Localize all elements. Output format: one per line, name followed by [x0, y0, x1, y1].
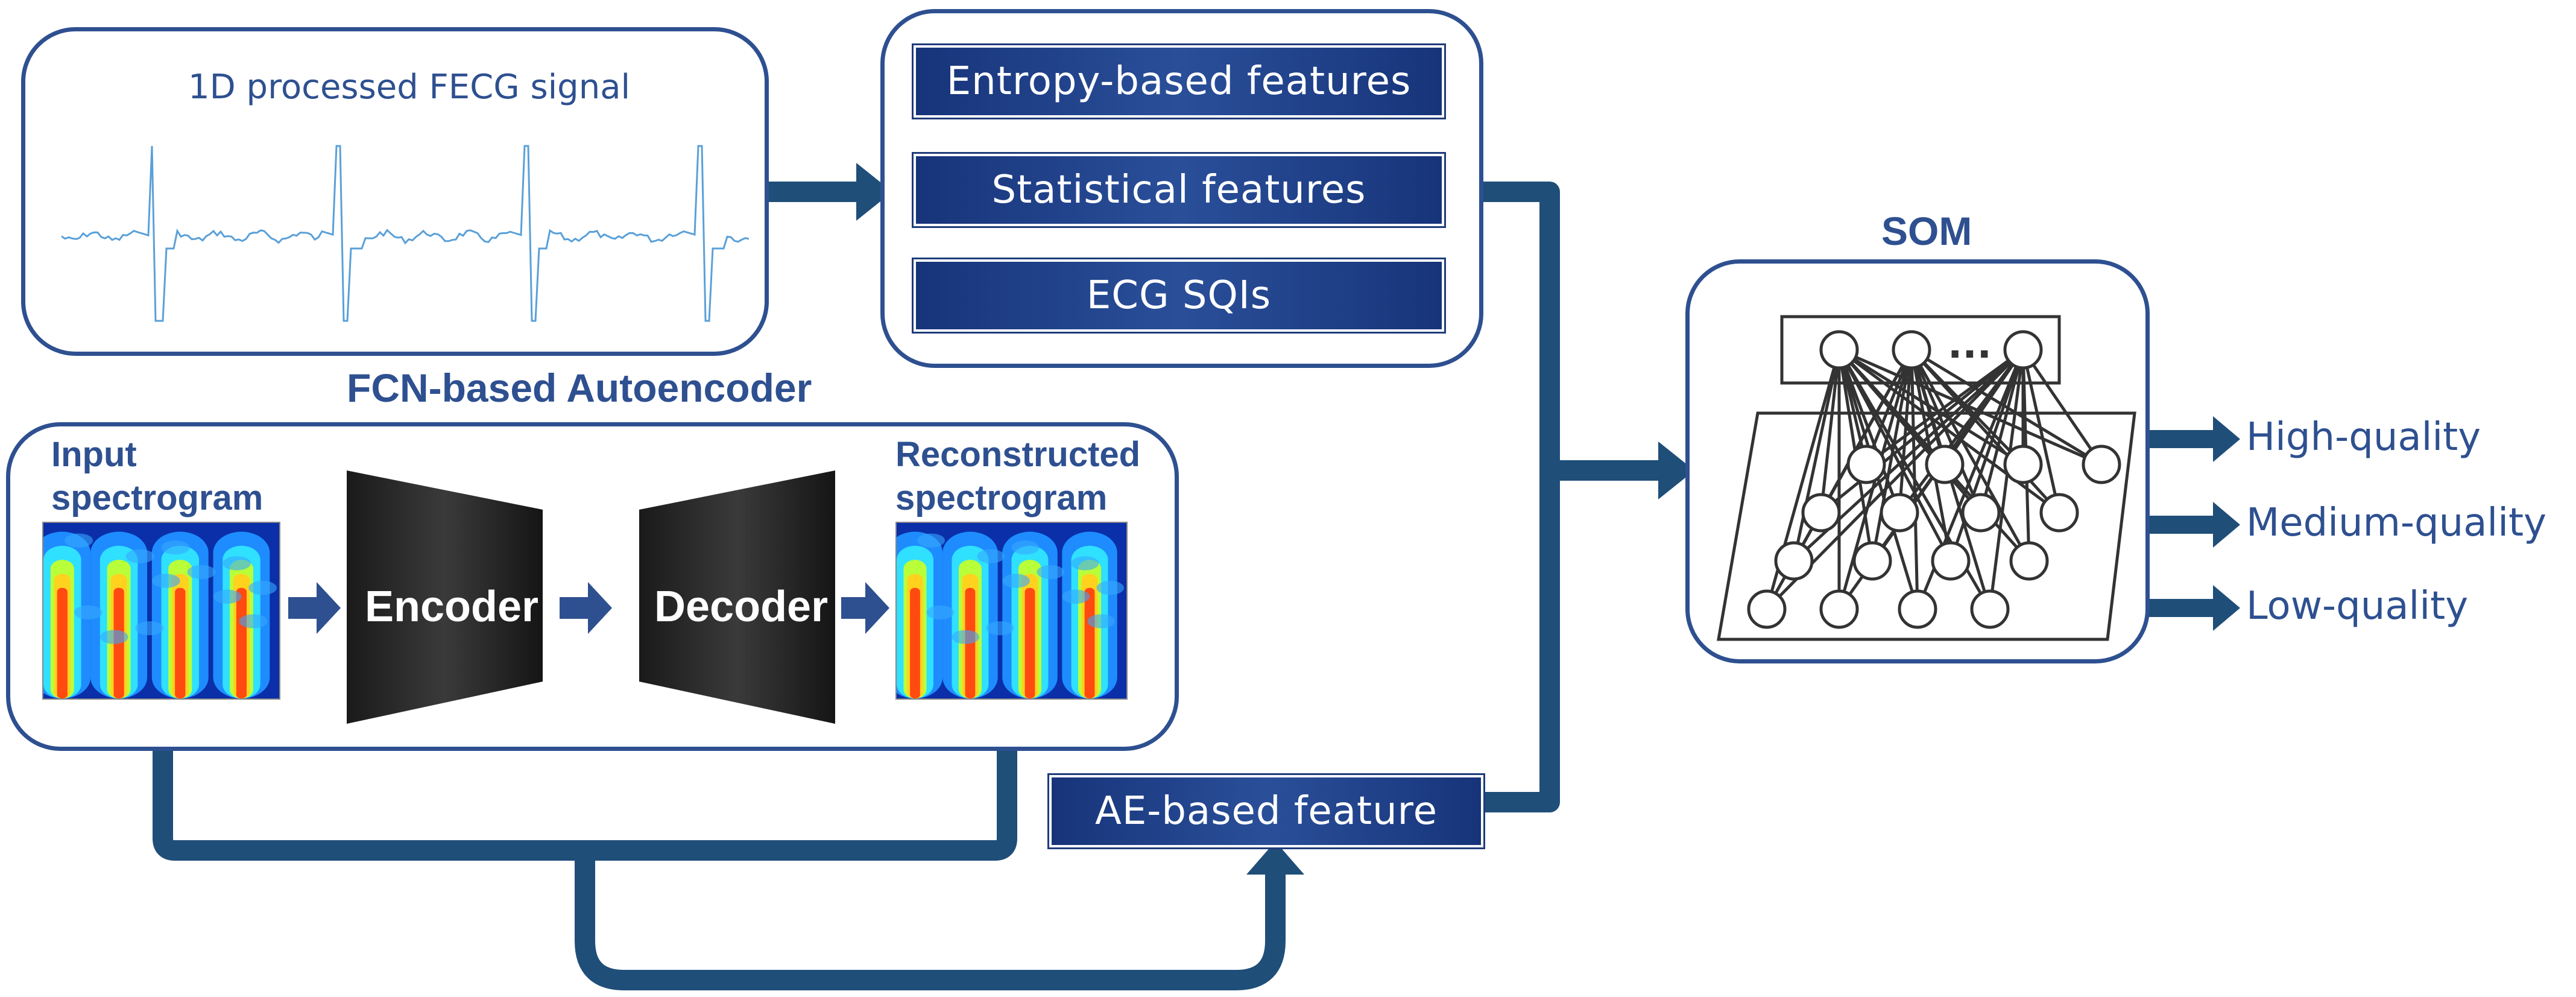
encoder-label: Encoder	[365, 583, 539, 631]
som-connection	[1979, 349, 2025, 513]
input-spectrogram	[34, 522, 280, 700]
reconstructed-spectrogram	[887, 522, 1128, 700]
feature-ecg-sqis: ECG SQIs	[912, 258, 1446, 334]
output-medium-quality: Medium-quality	[2246, 501, 2546, 545]
decoder-label: Decoder	[654, 583, 829, 631]
output-low-quality: Low-quality	[2246, 584, 2469, 628]
loop-to-ae-feature-line	[575, 850, 1286, 990]
som-neuron	[1801, 493, 1841, 533]
som-neuron	[1880, 493, 1919, 533]
som-neuron	[1931, 541, 1971, 581]
som-neuron	[2009, 541, 2049, 581]
reconstructed-spectrogram-label: Reconstructed spectrogram	[895, 435, 1141, 517]
som-neuron	[2082, 445, 2121, 484]
som-connection	[1910, 349, 2060, 514]
decoder-to-output-arrow	[841, 582, 889, 634]
som-connection	[1949, 349, 2025, 562]
som-neuron	[1892, 330, 1931, 370]
input-spectrogram-label: Input spectrogram	[51, 435, 264, 517]
som-connection	[1837, 349, 1953, 562]
som-map-plane	[1717, 411, 2136, 641]
input-to-encoder-arrow	[288, 582, 341, 634]
som-neuron	[1852, 541, 1892, 581]
som-neuron	[1819, 589, 1859, 629]
som-connection	[1838, 348, 2060, 514]
encoder-to-decoder-arrow	[560, 582, 612, 634]
som-network	[1717, 315, 2136, 641]
feature-entropy: Entropy-based features	[912, 43, 1446, 119]
ae-feature-arrowhead	[1246, 841, 1304, 875]
som-connection	[2021, 349, 2061, 513]
som-connection	[1898, 349, 1913, 513]
features-to-som-line	[1483, 182, 1560, 812]
encoder-block	[347, 470, 543, 724]
som-connection	[1910, 348, 2103, 466]
som-neuron	[2039, 493, 2079, 533]
output-high-quality: High-quality	[2246, 415, 2481, 460]
som-connection	[1838, 348, 2103, 466]
ae-based-feature: AE-based feature	[1047, 773, 1485, 849]
som-neuron	[1961, 493, 2001, 533]
signal-box: 1D processed FECG signal	[21, 27, 769, 356]
som-neuron	[1925, 445, 1965, 484]
som-neuron	[1747, 589, 1787, 629]
som-neuron	[1846, 445, 1886, 484]
som-connection	[1792, 349, 1841, 562]
som-connection	[1838, 348, 2024, 466]
som-ellipsis: ...	[1948, 323, 1992, 367]
som-title: SOM	[1881, 209, 1972, 253]
som-connection	[1837, 349, 1901, 513]
som-connection	[1865, 348, 2024, 466]
feature-statistical: Statistical features	[912, 152, 1446, 228]
merge-to-som-arrowhead	[1658, 442, 1694, 499]
som-neuron	[2003, 445, 2043, 484]
ecg-waveform	[62, 145, 749, 322]
som-connection	[1864, 349, 1913, 465]
som-input-layer	[1780, 315, 2061, 385]
som-neuron	[1819, 330, 1859, 370]
low-quality-arrowhead	[2213, 585, 2240, 631]
som-connection	[1988, 349, 2025, 610]
som-connection	[1819, 349, 1841, 513]
signal-title: 1D processed FECG signal	[188, 68, 631, 107]
som-neuron	[1898, 589, 1937, 629]
decoder-block	[639, 470, 835, 724]
som-connection	[1820, 349, 2024, 514]
som-connection	[2021, 349, 2103, 466]
medium-quality-arrowhead	[2213, 502, 2240, 548]
autoencoder-title: FCN-based Autoencoder	[347, 366, 812, 410]
som-neuron	[1970, 589, 2010, 629]
som-neuron	[1774, 541, 1814, 581]
signal-to-features-arrowhead	[856, 163, 892, 221]
som-connection	[1910, 349, 1919, 610]
high-quality-arrowhead	[2213, 416, 2240, 462]
som-neuron	[2003, 330, 2043, 370]
som-connection	[1910, 349, 2031, 562]
